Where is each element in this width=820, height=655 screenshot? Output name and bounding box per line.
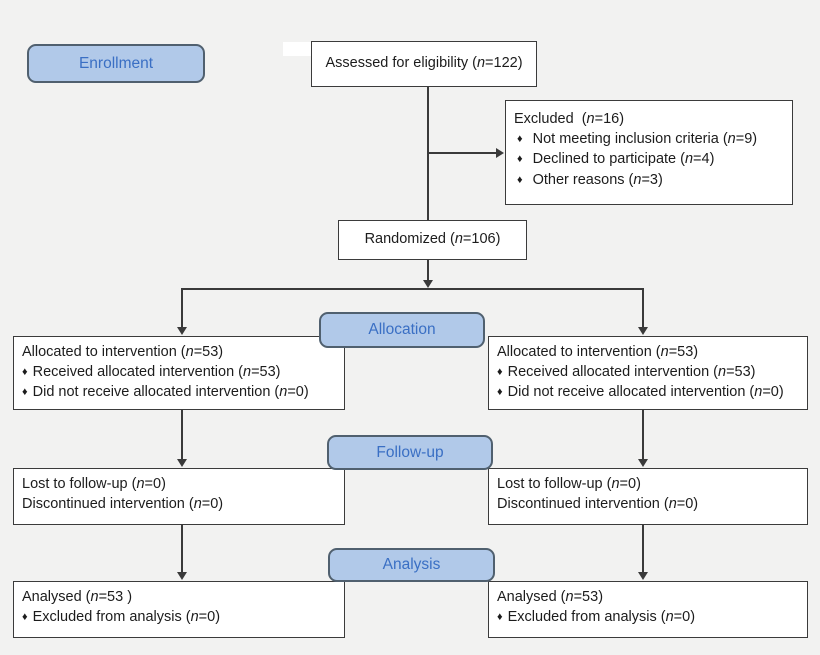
- arrowhead-analysis-left: [177, 572, 187, 580]
- stage-label-analysis: Analysis: [328, 548, 495, 582]
- connector-branch-to-allocation-left: [181, 288, 183, 327]
- excluded-item: ♦ Other reasons (n=3): [514, 171, 784, 192]
- diamond-bullet-icon: ♦: [517, 173, 523, 186]
- excluded-item: ♦ Not meeting inclusion criteria (n=9): [514, 130, 784, 151]
- allocation-left-item: ♦ Received allocated intervention (n=53): [22, 363, 336, 384]
- diamond-bullet-icon: ♦: [22, 610, 28, 623]
- box-analysis-right: Analysed (n=53) ♦ Excluded from analysis…: [488, 581, 808, 638]
- assessed-text: Assessed for eligibility (n=122): [325, 55, 523, 72]
- arrowhead-allocation-right: [638, 327, 648, 335]
- arrowhead-analysis-right: [638, 572, 648, 580]
- box-allocation-right: Allocated to intervention (n=53) ♦ Recei…: [488, 336, 808, 410]
- stage-label-allocation-text: Allocation: [368, 321, 436, 338]
- arrowhead-allocation-left: [177, 327, 187, 335]
- followup-right-line: Lost to follow-up (n=0): [497, 476, 641, 492]
- diamond-bullet-icon: ♦: [517, 153, 523, 165]
- analysis-left-item: ♦ Excluded from analysis (n=0): [22, 608, 336, 629]
- followup-left-line: Discontinued intervention (n=0): [22, 495, 224, 512]
- arrowhead-branch: [423, 280, 433, 288]
- box-allocation-left: Allocated to intervention (n=53) ♦ Recei…: [13, 336, 345, 410]
- stage-label-enrollment-text: Enrollment: [78, 54, 154, 72]
- allocation-left-item: ♦ Did not receive allocated intervention…: [22, 383, 336, 404]
- arrowhead-excluded: [496, 148, 504, 158]
- allocation-right-item: ♦ Received allocated intervention (n=53): [497, 363, 799, 384]
- followup-left-line: Lost to follow-up (n=0): [22, 476, 166, 492]
- white-patch: [283, 42, 311, 56]
- arrowhead-followup-left: [177, 459, 187, 467]
- allocation-left-item-text: Did not receive allocated intervention (…: [32, 384, 309, 400]
- box-assessed-eligibility: Assessed for eligibility (n=122): [311, 41, 537, 87]
- analysis-right-item: ♦ Excluded from analysis (n=0): [497, 608, 799, 629]
- allocation-left-item-text: Received allocated intervention (n=53): [32, 363, 281, 380]
- excluded-item-text: Other reasons (n=3): [532, 171, 663, 188]
- stage-label-followup-text: Follow-up: [376, 443, 444, 461]
- allocation-right-item-text: Did not receive allocated intervention (…: [507, 384, 784, 400]
- diamond-bullet-icon: ♦: [497, 386, 503, 398]
- diamond-bullet-icon: ♦: [497, 365, 503, 378]
- diamond-bullet-icon: ♦: [517, 132, 523, 145]
- allocation-right-title: Allocated to intervention (n=53): [497, 344, 699, 360]
- box-excluded: Excluded (n=16) ♦ Not meeting inclusion …: [505, 100, 793, 205]
- allocation-right-item-text: Received allocated intervention (n=53): [507, 363, 756, 380]
- analysis-left-title: Analysed (n=53 ): [22, 589, 133, 605]
- excluded-item-text: Not meeting inclusion criteria (n=9): [532, 130, 758, 147]
- box-analysis-left: Analysed (n=53 ) ♦ Excluded from analysi…: [13, 581, 345, 638]
- box-randomized: Randomized (n=106): [338, 220, 527, 260]
- analysis-right-title: Analysed (n=53): [497, 589, 604, 605]
- connector-to-excluded: [428, 152, 496, 154]
- analysis-right-item-text: Excluded from analysis (n=0): [507, 608, 696, 625]
- diamond-bullet-icon: ♦: [497, 610, 503, 623]
- connector-branch-horizontal: [181, 288, 644, 290]
- stage-label-allocation: Allocation: [319, 312, 485, 348]
- diamond-bullet-icon: ♦: [22, 386, 28, 398]
- stage-label-followup: Follow-up: [327, 435, 493, 470]
- connector-allocation-to-followup-left: [181, 410, 183, 459]
- analysis-left-item-text: Excluded from analysis (n=0): [32, 608, 221, 625]
- diamond-bullet-icon: ♦: [22, 365, 28, 378]
- excluded-item: ♦ Declined to participate (n=4): [514, 150, 784, 171]
- connector-followup-to-analysis-right: [642, 525, 644, 572]
- connector-branch-to-allocation-right: [642, 288, 644, 327]
- connector-allocation-to-followup-right: [642, 410, 644, 459]
- arrowhead-followup-right: [638, 459, 648, 467]
- connector-followup-to-analysis-left: [181, 525, 183, 572]
- randomized-text: Randomized (n=106): [364, 231, 501, 248]
- connector-randomized-to-branch: [427, 260, 429, 280]
- followup-right-line: Discontinued intervention (n=0): [497, 495, 699, 512]
- stage-label-analysis-text: Analysis: [382, 556, 441, 573]
- allocation-left-title: Allocated to intervention (n=53): [22, 344, 224, 360]
- box-followup-left: Lost to follow-up (n=0) Discontinued int…: [13, 468, 345, 525]
- excluded-title: Excluded (n=16): [514, 111, 625, 127]
- excluded-item-text: Declined to participate (n=4): [532, 151, 715, 167]
- allocation-right-item: ♦ Did not receive allocated intervention…: [497, 383, 799, 404]
- stage-label-enrollment: Enrollment: [27, 44, 205, 83]
- box-followup-right: Lost to follow-up (n=0) Discontinued int…: [488, 468, 808, 525]
